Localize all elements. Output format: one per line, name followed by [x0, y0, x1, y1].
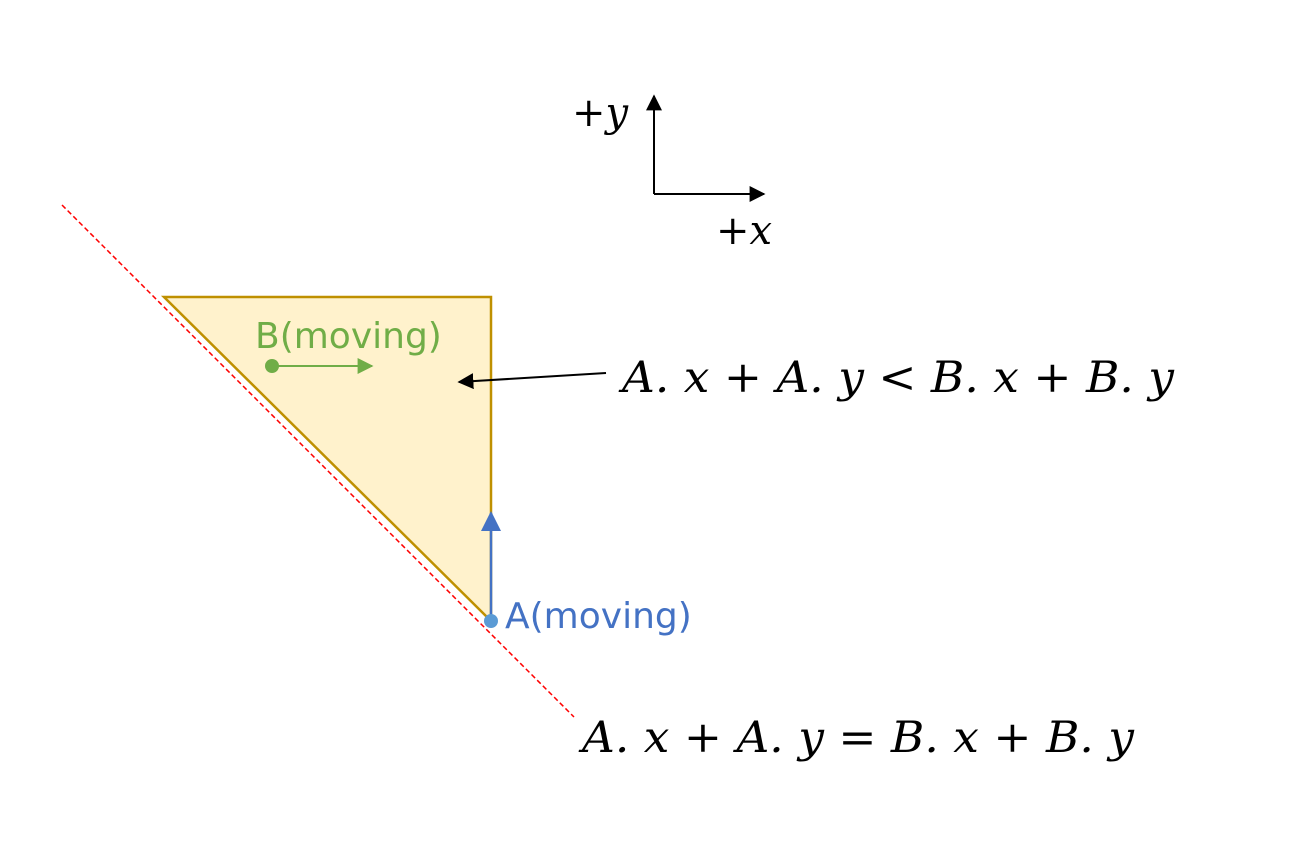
x-axis-label: +x — [716, 208, 772, 254]
axes-indicator: +y +x — [572, 90, 772, 254]
point-a-label: A(moving) — [505, 596, 692, 637]
inequality-equation: A. x + A. y < B. x + B. y — [618, 353, 1175, 403]
point-b-dot — [265, 359, 279, 373]
point-a-dot — [484, 614, 498, 628]
region-triangle — [160, 295, 493, 624]
y-axis-label: +y — [572, 90, 630, 136]
boundary-line — [61, 204, 575, 718]
inequality-pointer-arrow — [457, 372, 607, 390]
equality-equation: A. x + A. y = B. x + B. y — [578, 713, 1135, 763]
point-b-label: B(moving) — [255, 316, 442, 357]
